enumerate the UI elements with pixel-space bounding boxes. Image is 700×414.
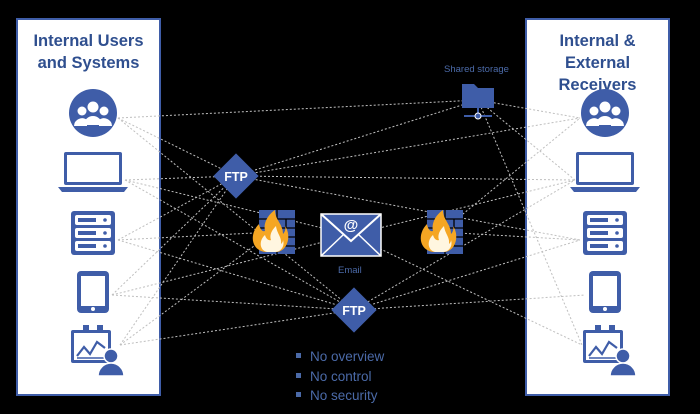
- connection-line: [235, 99, 479, 177]
- connection-line: [477, 99, 581, 119]
- ftp-label: FTP: [342, 304, 366, 318]
- connection-line: [124, 179, 352, 236]
- connection-line: [124, 179, 355, 311]
- connection-line: [235, 175, 576, 181]
- issue-item: No control: [296, 367, 384, 387]
- connection-line: [350, 234, 583, 346]
- server-icon: [71, 211, 115, 255]
- connection-line: [117, 231, 274, 241]
- connection-line: [117, 117, 355, 311]
- issues-list: No overview No control No security: [296, 347, 384, 406]
- receivers-panel: Internal & External Receivers: [525, 18, 670, 396]
- connection-line: [235, 117, 581, 177]
- connection-line: [119, 309, 355, 346]
- internal-users-title: Internal Users and Systems: [18, 30, 159, 74]
- connection-line: [353, 239, 581, 311]
- shared-storage-label: Shared storage: [444, 64, 509, 75]
- right-title-line2: Receivers: [558, 76, 637, 94]
- shared-storage-icon: [461, 83, 495, 120]
- connection-line: [350, 179, 576, 236]
- analyst-icon: [581, 323, 638, 378]
- firewall-icon: [420, 209, 464, 255]
- connection-line: [440, 231, 581, 241]
- connection-line: [111, 175, 237, 296]
- firewall-icon: [252, 209, 296, 255]
- connection-line: [119, 231, 274, 346]
- issue-item: No security: [296, 386, 384, 406]
- at-sign-icon: @: [344, 217, 359, 234]
- right-title-line1: Internal & External: [559, 32, 636, 72]
- server-icon: [583, 211, 627, 255]
- connection-line: [440, 117, 581, 233]
- connection-line: [119, 175, 237, 346]
- connection-line: [477, 99, 576, 181]
- users-icon: [69, 89, 117, 137]
- issue-item: No overview: [296, 347, 384, 367]
- users-icon: [581, 89, 629, 137]
- connection-line: [111, 234, 352, 296]
- connection-line: [353, 294, 586, 311]
- connection-line: [117, 117, 237, 177]
- analyst-icon: [69, 323, 126, 378]
- laptop-icon: [570, 152, 640, 192]
- receivers-title: Internal & External Receivers: [527, 30, 668, 96]
- connection-line: [353, 179, 576, 311]
- laptop-icon: [58, 152, 128, 192]
- connection-line: [117, 99, 479, 119]
- tablet-icon: [77, 271, 109, 313]
- connection-lines: [111, 99, 586, 346]
- connection-line: [477, 99, 583, 346]
- ftp-label: FTP: [224, 170, 248, 184]
- connection-line: [117, 239, 355, 311]
- email-label: Email: [338, 265, 362, 276]
- left-title-line1: Internal Users: [33, 32, 144, 50]
- left-title-line2: and Systems: [37, 54, 140, 72]
- tablet-icon: [589, 271, 621, 313]
- connection-line: [111, 294, 355, 311]
